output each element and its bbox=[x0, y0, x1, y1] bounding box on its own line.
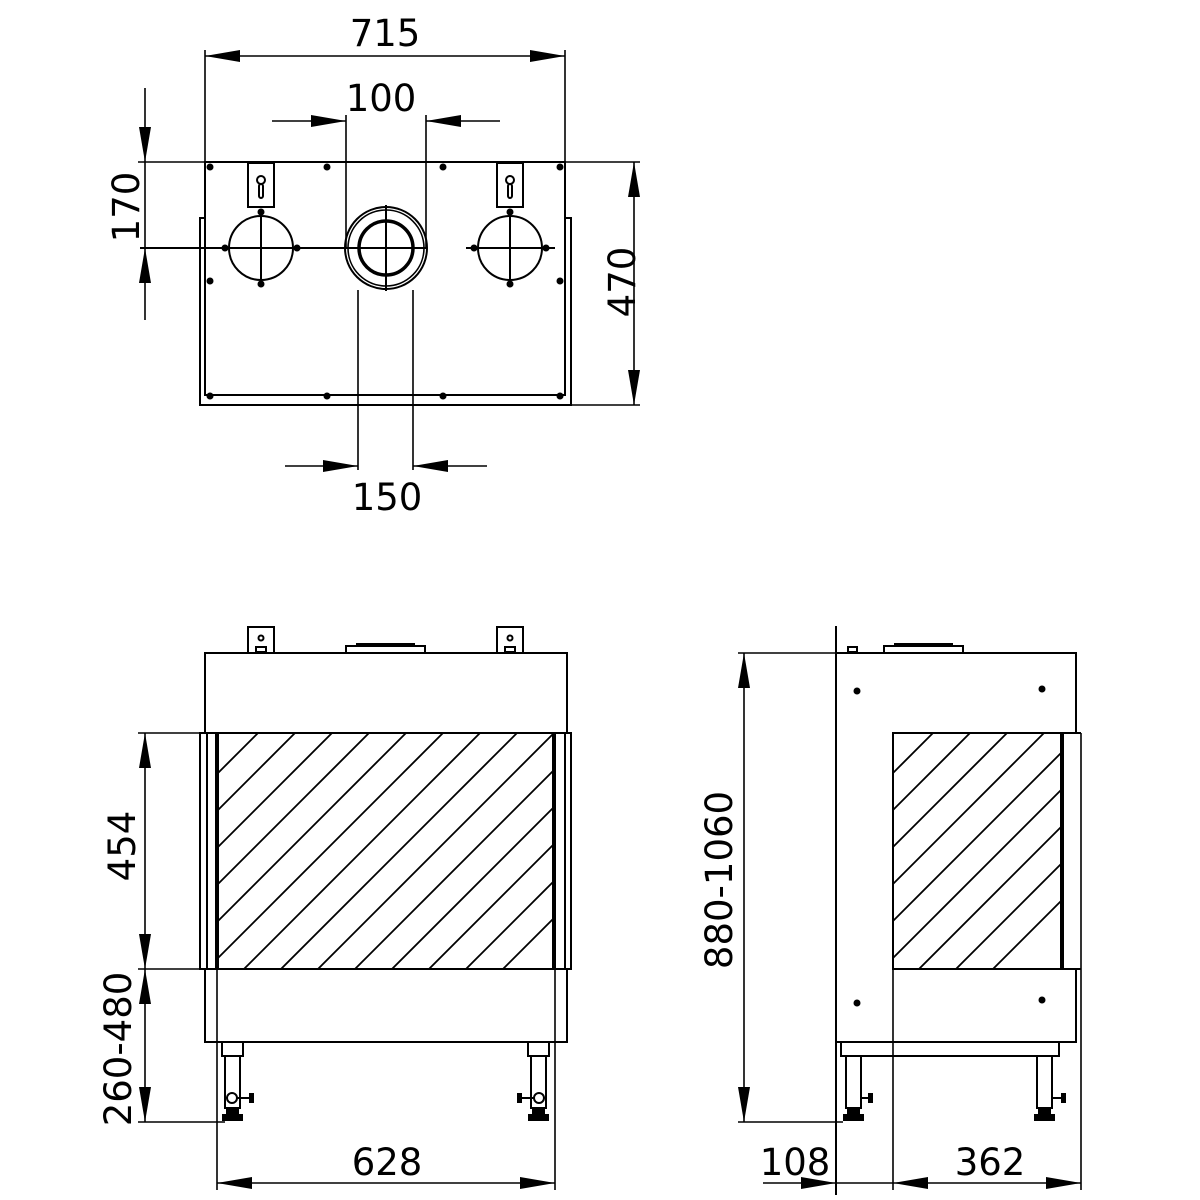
mounting-bracket-right bbox=[496, 162, 524, 208]
glass-hatch bbox=[218, 733, 553, 969]
side-view: 880-1060 108 362 bbox=[698, 626, 1082, 1195]
bracket-side bbox=[847, 646, 858, 653]
flue-collar-front bbox=[345, 645, 426, 654]
side-leg-front bbox=[843, 1055, 873, 1121]
dim-flue-depth: 170 bbox=[105, 172, 148, 243]
upper-housing bbox=[204, 652, 568, 734]
dim-glass-height: 454 bbox=[101, 811, 144, 882]
dim-overall-depth: 470 bbox=[601, 247, 644, 318]
dim-flue-outer: 150 bbox=[352, 476, 423, 519]
top-flange-outline bbox=[199, 217, 572, 406]
dim-front-offset: 108 bbox=[760, 1141, 831, 1184]
base-rail bbox=[840, 1041, 1060, 1057]
dim-overall-width: 715 bbox=[350, 12, 421, 55]
dim-glass-width: 628 bbox=[352, 1141, 423, 1184]
lower-housing bbox=[204, 968, 568, 1043]
mounting-bracket-left bbox=[247, 162, 275, 208]
side-glass-hatch bbox=[893, 733, 1061, 969]
dim-flue-inner: 100 bbox=[346, 77, 417, 120]
dim-total-height: 880-1060 bbox=[698, 791, 741, 969]
screw-dots bbox=[206, 163, 564, 400]
leg-left bbox=[221, 1041, 254, 1121]
side-leg-back bbox=[1034, 1055, 1066, 1121]
dim-base-height: 260-480 bbox=[97, 972, 140, 1127]
front-view: 454 260-480 628 bbox=[97, 626, 572, 1190]
leg-right bbox=[517, 1041, 550, 1121]
top-view: 715 100 170 470 150 bbox=[105, 12, 644, 519]
dim-glass-depth: 362 bbox=[955, 1141, 1026, 1184]
frame-outer bbox=[199, 732, 572, 970]
flue-collar-side bbox=[883, 645, 964, 654]
